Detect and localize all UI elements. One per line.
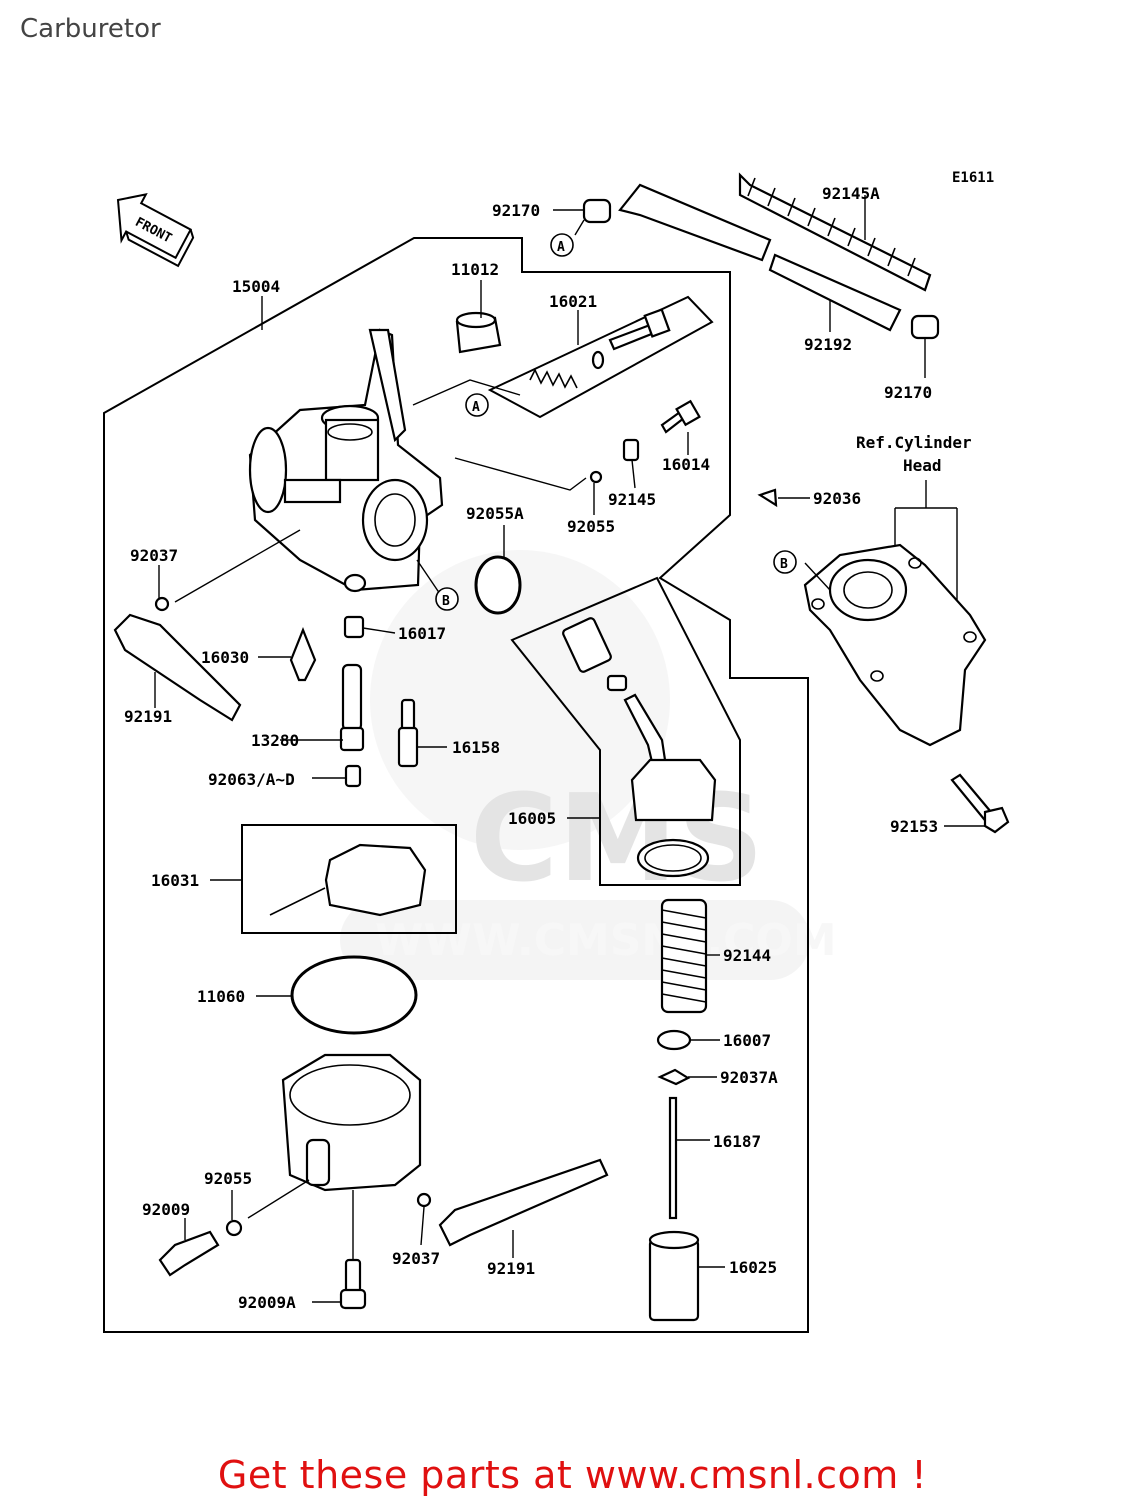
carburetor-body (248, 328, 444, 593)
label-16007: 16007 (723, 1031, 771, 1050)
part-16187-needle (668, 1096, 678, 1220)
part-16031-float (269, 843, 427, 917)
label-92170-bottom: 92170 (884, 383, 932, 402)
label-16021: 16021 (549, 292, 597, 311)
callout-a-body: A (465, 393, 489, 417)
part-92170-clamp-bottom (910, 314, 940, 340)
part-16030-needle-valve (289, 627, 317, 682)
part-92170-clamp-top (582, 198, 612, 224)
label-16005: 16005 (508, 809, 556, 828)
part-92192-tube (618, 183, 902, 332)
svg-text:B: B (442, 594, 450, 609)
svg-text:A: A (557, 240, 565, 255)
watermark-url: WWW.CMSNL.COM (375, 915, 837, 966)
label-16025: 16025 (729, 1258, 777, 1277)
part-92191-bottom-tube (438, 1158, 609, 1247)
watermark-brand: CMS (470, 770, 764, 909)
part-16014-screw (660, 399, 701, 434)
svg-text:B: B (780, 557, 788, 572)
label-92055-bottom: 92055 (204, 1169, 252, 1188)
label-92009A: 92009A (238, 1293, 296, 1312)
label-11060: 11060 (197, 987, 245, 1006)
callout-b-insulator: B (773, 550, 797, 574)
label-16014: 16014 (662, 455, 710, 474)
ref-bracket (894, 480, 958, 612)
ref-head-label: Head (903, 456, 942, 475)
part-16021-pilot-screw (529, 308, 671, 389)
part-92055A-oring (474, 555, 522, 615)
label-16031: 16031 (151, 871, 199, 890)
part-92036-clip (757, 488, 778, 508)
starter-plunger-frame (510, 576, 741, 886)
label-16187: 16187 (713, 1132, 761, 1151)
footer-promo-text: Get these parts at www.cmsnl.com ! (217, 1453, 928, 1497)
part-16017-jet (343, 615, 365, 639)
ref-cylinder-label: Ref.Cylinder (856, 433, 972, 452)
part-16005-plunger (562, 617, 717, 878)
part-11012-cap (455, 311, 502, 354)
label-92055A: 92055A (466, 504, 524, 523)
part-92055-oring-small (589, 470, 603, 484)
front-arrow-icon: FRONT (116, 193, 195, 268)
part-92055-oring-bottom (225, 1219, 243, 1237)
part-92145A-spring (738, 172, 932, 292)
label-92145: 92145 (608, 490, 656, 509)
label-16158: 16158 (452, 738, 500, 757)
label-92145A: 92145A (822, 184, 880, 203)
part-number-labels: 15004 11012 16021 92170 92145A 92192 921… (124, 184, 938, 1312)
label-92153: 92153 (890, 817, 938, 836)
float-frame (241, 824, 457, 934)
part-92037A-clip (657, 1068, 691, 1086)
label-16030: 16030 (201, 648, 249, 667)
part-13280-pipe (339, 663, 365, 752)
label-92063: 92063/A~D (208, 770, 295, 789)
label-92009: 92009 (142, 1200, 190, 1219)
part-92009-screw (158, 1230, 220, 1277)
part-92037-clip-bottom (416, 1192, 432, 1208)
part-11060-gasket (290, 955, 418, 1035)
label-16017: 16017 (398, 624, 446, 643)
page-title: Carburetor (20, 14, 161, 44)
label-11012: 11012 (451, 260, 499, 279)
part-92144-spring (660, 898, 708, 1014)
part-insulator (803, 543, 987, 747)
callout-b-body: B (435, 587, 459, 611)
part-92009A-bolt (339, 1258, 367, 1310)
part-16007-seat (656, 1029, 692, 1051)
label-92170-top: 92170 (492, 201, 540, 220)
part-92063-main-jet (344, 764, 362, 788)
part-92153-bolt (950, 773, 1010, 834)
label-92192: 92192 (804, 335, 852, 354)
part-92191-left-tube (113, 613, 242, 722)
part-92037-clip-top (154, 596, 170, 612)
label-92037-bottom: 92037 (392, 1249, 440, 1268)
callout-a-top: A (550, 233, 574, 257)
part-16025-slide (648, 1230, 700, 1322)
pilot-screw-frame (487, 295, 714, 419)
part-16158-jet (397, 698, 419, 768)
part-92145-spring (622, 438, 640, 462)
carburetor-frame (103, 237, 809, 1333)
svg-text:A: A (472, 400, 480, 415)
label-15004: 15004 (232, 277, 280, 296)
leader-lines (154, 195, 985, 1303)
label-92037-top: 92037 (130, 546, 178, 565)
label-92191-left: 92191 (124, 707, 172, 726)
diagram-code: E1611 (952, 170, 994, 186)
label-92055: 92055 (567, 517, 615, 536)
label-92144: 92144 (723, 946, 771, 965)
label-92037A: 92037A (720, 1068, 778, 1087)
label-92191-bottom: 92191 (487, 1259, 535, 1278)
label-13280: 13280 (251, 731, 299, 750)
label-92036: 92036 (813, 489, 861, 508)
part-float-bowl (281, 1053, 422, 1192)
